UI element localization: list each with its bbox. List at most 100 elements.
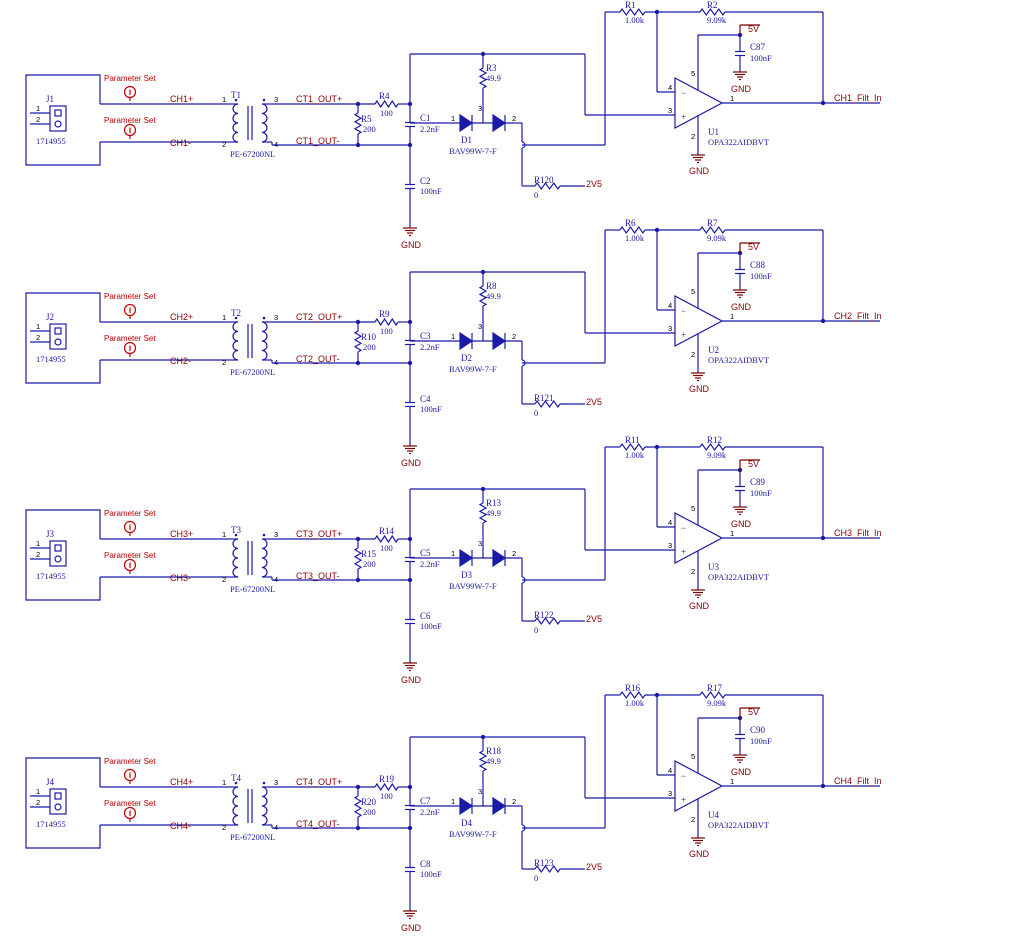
pin-number: 2	[691, 350, 695, 359]
pin-number: 4	[668, 83, 672, 92]
ground-symbol-icon	[403, 227, 417, 237]
parameter-set-label: Parameter Set	[104, 74, 156, 83]
pin-number: 1	[36, 539, 40, 548]
bias-resistor-value: 0	[534, 408, 538, 418]
pin-number: 3	[274, 95, 278, 104]
polarity-dot	[262, 781, 266, 785]
top-resistor-value: 49.9	[486, 73, 501, 83]
capacitor-icon	[405, 145, 415, 228]
opamp-body	[674, 295, 724, 347]
opamp-ref: U3	[708, 562, 719, 572]
shunt-resistor-value: 200	[363, 559, 376, 569]
pin-number: 3	[478, 787, 482, 796]
net-label-ch-plus: CH4+	[170, 777, 193, 787]
bypass-cap-value: 100nF	[420, 404, 442, 414]
bias-net-label: 2V5	[586, 397, 602, 407]
transformer-value: PE-67200NL	[230, 149, 275, 159]
pin-number: 2	[36, 115, 40, 124]
diode-triangle	[492, 113, 507, 133]
diode-value: BAV99W-7-F	[449, 364, 497, 374]
resistor-icon	[699, 225, 726, 235]
ground-label: GND	[689, 601, 710, 611]
pin-number: 1	[730, 312, 734, 321]
ground-symbol-icon	[403, 445, 417, 455]
connector-pin	[54, 109, 62, 117]
ground-label: GND	[731, 767, 752, 777]
resistor-icon	[699, 442, 726, 452]
polarity-dot	[234, 781, 238, 785]
ground-symbol-icon	[733, 71, 747, 81]
resistor-icon	[534, 399, 561, 409]
bias-resistor-ref: R121	[534, 393, 554, 403]
capacitor-icon	[405, 580, 415, 663]
transformer-secondary-coil	[261, 786, 268, 826]
ground-symbol-icon	[403, 662, 417, 672]
connector-ref: J2	[46, 312, 54, 322]
feedback-resistor-value: 9.09k	[707, 233, 727, 243]
resistor-icon	[619, 225, 646, 235]
connector-outline	[25, 292, 101, 384]
resistor-icon	[353, 547, 363, 570]
connector-body	[49, 788, 67, 815]
series-resistor-value: 100	[380, 108, 393, 118]
top-resistor-ref: R13	[486, 498, 502, 508]
parameter-set-label: Parameter Set	[104, 292, 156, 301]
ground-label: GND	[401, 458, 422, 468]
ground-label: GND	[689, 166, 710, 176]
capacitor-icon	[735, 470, 745, 507]
diode-value: BAV99W-7-F	[449, 581, 497, 591]
capacitor-icon	[405, 322, 415, 363]
shunt-resistor-value: 200	[363, 342, 376, 352]
connector-value: 1714955	[36, 571, 66, 581]
pin-number: 4	[668, 766, 672, 775]
pin-number: 2	[222, 140, 226, 149]
resistor-icon	[478, 502, 488, 524]
feedback-resistor-value: 9.09k	[707, 698, 727, 708]
output-net-label: CH1_Filt_In	[834, 93, 882, 103]
bypass-cap-ref: C4	[420, 394, 431, 404]
pin-number: 1	[36, 322, 40, 331]
shunt-resistor-ref: R10	[361, 332, 377, 342]
ground-symbol-icon	[733, 289, 747, 299]
opamp-body	[674, 512, 724, 564]
series-resistor-ref: R14	[379, 526, 395, 536]
opamp-ref: U2	[708, 345, 719, 355]
filter-cap-value: 2.2nF	[420, 342, 440, 352]
net-label-ct-minus: CT2_OUT-	[296, 354, 340, 364]
net-label-ct-plus: CT1_OUT+	[296, 94, 342, 104]
parameter-set-label: Parameter Set	[104, 757, 156, 766]
pin-number: 1	[222, 778, 226, 787]
resistor-icon	[619, 7, 646, 17]
feedback-resistor-ref: R2	[707, 0, 718, 10]
diode-value: BAV99W-7-F	[449, 146, 497, 156]
series-resistor-ref: R9	[379, 309, 390, 319]
capacitor-icon	[405, 104, 415, 145]
ground-label: GND	[731, 519, 752, 529]
diode-triangle	[492, 548, 507, 568]
resistor-icon	[619, 442, 646, 452]
parameter-set-icon	[123, 85, 137, 101]
series-resistor-ref: R19	[379, 774, 395, 784]
series-resistor-value: 100	[380, 791, 393, 801]
pin-number: 2	[222, 358, 226, 367]
output-net-label: CH2_Filt_In	[834, 311, 882, 321]
resistor-icon	[534, 864, 561, 874]
pin-number: 3	[668, 789, 672, 798]
parameter-set-icon	[123, 341, 137, 357]
junction-dot	[355, 577, 361, 583]
transformer-ref: T4	[231, 773, 241, 783]
opamp-plus-sign: +	[681, 547, 686, 557]
bias-net-label: 2V5	[586, 179, 602, 189]
diode-value: BAV99W-7-F	[449, 829, 497, 839]
connector-outline	[25, 757, 101, 849]
pin-number: 3	[478, 104, 482, 113]
capacitor-icon	[735, 253, 745, 290]
transformer-value: PE-67200NL	[230, 367, 275, 377]
diode-ref: D3	[461, 570, 472, 580]
pin-number: 3	[668, 324, 672, 333]
top-resistor-value: 49.9	[486, 291, 501, 301]
